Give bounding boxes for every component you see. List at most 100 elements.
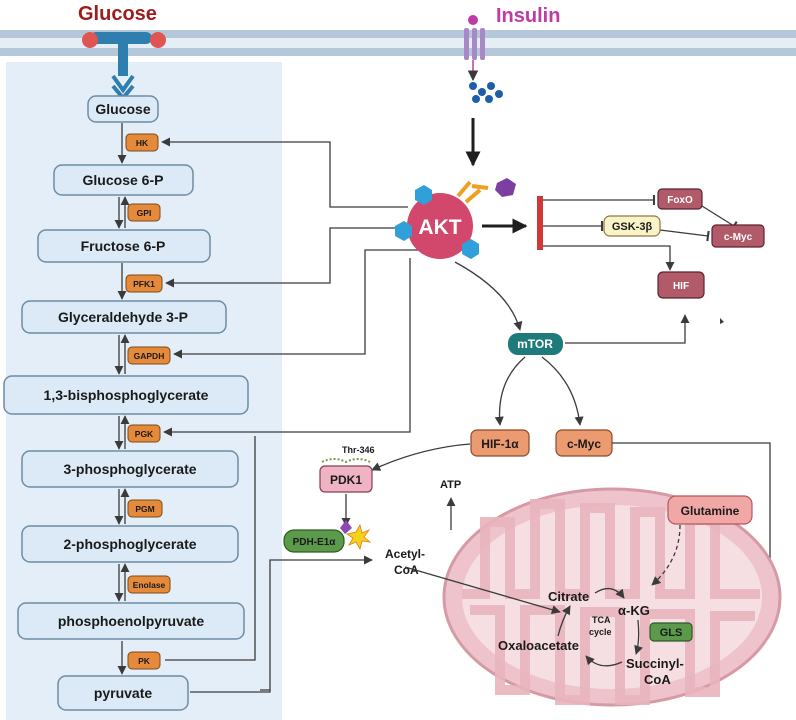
phospho-icon	[340, 520, 352, 534]
succinyl-label-2: CoA	[644, 672, 671, 687]
acetyl-label-2: CoA	[394, 563, 419, 577]
citrate-label: Citrate	[548, 589, 589, 604]
thr346-phospho-mark	[321, 458, 371, 464]
inhibition-bar	[537, 196, 543, 250]
oxaloacetate-label: Oxaloacetate	[498, 638, 579, 653]
enzyme-pfk1-label: PFK1	[133, 279, 155, 289]
enzyme-gapdh	[127, 346, 171, 365]
tca-arrow-1	[594, 587, 625, 599]
pyruvate-to-acetyl-arrow	[190, 555, 373, 693]
step-2pg-label: 2-phosphoglycerate	[63, 536, 196, 552]
hif-box	[657, 271, 705, 299]
step-pep-label: phosphoenolpyruvate	[58, 613, 204, 629]
tca-arrow-3	[585, 655, 623, 667]
tca-arrow-2	[634, 619, 643, 655]
gsk3b-label: GSK-3β	[612, 221, 653, 233]
step-glyceraldehyde-3p-label: Glyceraldehyde 3-P	[58, 309, 188, 325]
enzyme-pgk-label: PGK	[135, 429, 154, 439]
cmyc-label: c-Myc	[567, 437, 601, 451]
cell-membrane	[0, 30, 796, 56]
step-pep	[17, 602, 245, 640]
mtor-box	[508, 333, 563, 355]
step-glucose-label: Glucose	[95, 101, 150, 117]
pdk1-label: PDK1	[330, 473, 362, 487]
insulin-title: Insulin	[496, 5, 560, 27]
hif-label: HIF	[673, 281, 689, 292]
mtor-to-hif1a-arrow	[494, 356, 526, 426]
enzyme-gapdh-label: GAPDH	[134, 351, 165, 361]
burst-icon	[345, 523, 372, 551]
foxo-inhibits-cmyc	[701, 205, 738, 231]
enzyme-gpi-label: GPI	[137, 208, 152, 218]
cmyc-top-label: c-Myc	[724, 232, 753, 243]
atp-label: ATP	[440, 479, 461, 491]
hif1a-box	[470, 429, 530, 457]
foxo-box	[657, 188, 703, 210]
step-fructose-6p	[37, 229, 211, 263]
enzyme-enolase	[127, 575, 171, 594]
step-pyruvate-label: pyruvate	[94, 685, 153, 701]
hif1a-label: HIF-1α	[481, 437, 519, 451]
tca-label-2: cycle	[589, 627, 612, 637]
mtor-to-hif-arrow	[565, 314, 690, 344]
step-13-bpg-label: 1,3-bisphosphoglycerate	[44, 387, 209, 403]
hif1a-to-pdk1-arrow	[371, 443, 471, 471]
pdk1-box	[319, 465, 373, 493]
step-glucose	[87, 95, 159, 123]
step-glucose-6p	[53, 164, 194, 196]
gsk3b-box	[603, 215, 661, 237]
mitochondrion-icon	[442, 487, 782, 707]
glycolysis-enzymes: HK GPI PFK1 GAPDH PGK PGM Enolase PK	[125, 133, 171, 670]
enzyme-pfk1	[125, 274, 163, 293]
akt-to-mtor-arrow	[454, 261, 523, 331]
glycolysis-steps: Glucose Glucose 6-P Fructose 6-P Glycera…	[3, 95, 249, 711]
thr346-label: Thr-346	[342, 445, 375, 455]
enzyme-hk	[125, 133, 159, 152]
acetyl-label-1: Acetyl-	[385, 547, 425, 561]
enzyme-pk	[127, 651, 161, 670]
step-3pg	[21, 450, 239, 488]
mtor-to-cmyc-arrow	[541, 356, 584, 426]
step-arrows	[114, 123, 130, 675]
step-3pg-label: 3-phosphoglycerate	[63, 461, 196, 477]
glutamine-label: Glutamine	[681, 504, 740, 518]
glucose-transporter-icon	[82, 32, 166, 102]
glutamine-box	[667, 495, 753, 525]
gsk3b-inhibits-cmyc	[659, 229, 710, 242]
gls-box	[649, 622, 693, 642]
cmyc-top-box	[711, 224, 765, 248]
enzyme-pgm	[127, 499, 163, 518]
akt-label: AKT	[418, 216, 461, 239]
akt-to-enzyme-arrows	[161, 137, 420, 661]
step-glucose-6p-label: Glucose 6-P	[83, 172, 164, 188]
acetyl-to-tca-arrow	[404, 566, 561, 615]
step-13-bpg	[3, 375, 249, 415]
step-pyruvate	[57, 675, 189, 711]
succinyl-label-1: Succinyl-	[626, 656, 684, 671]
akg-label: α-KG	[618, 603, 650, 618]
akt-node: AKT	[395, 178, 516, 259]
tca-label-1: TCA	[592, 615, 611, 625]
step-fructose-6p-label: Fructose 6-P	[81, 238, 166, 254]
insulin-receptor-icon	[464, 15, 503, 103]
gls-label: GLS	[660, 627, 683, 639]
tca-arrow-4	[557, 605, 571, 637]
enzyme-pgm-label: PGM	[135, 504, 154, 514]
akt-circle	[407, 193, 473, 259]
mtor-label: mTOR	[517, 337, 553, 351]
enzyme-enolase-label: Enolase	[133, 580, 166, 590]
small-mark	[720, 318, 724, 324]
step-2pg	[21, 525, 239, 563]
glucose-title: Glucose	[78, 3, 157, 25]
foxo-label: FoxO	[667, 195, 693, 206]
pdh-box	[283, 529, 345, 553]
pdh-label: PDH-E1α	[293, 537, 337, 548]
enzyme-pgk	[127, 424, 161, 443]
step-glyceraldehyde-3p	[21, 300, 227, 334]
enzyme-gpi	[127, 203, 161, 222]
akt-to-hif-arrow	[543, 245, 675, 271]
enzyme-pk-label: PK	[138, 656, 151, 666]
enzyme-hk-label: HK	[136, 138, 149, 148]
